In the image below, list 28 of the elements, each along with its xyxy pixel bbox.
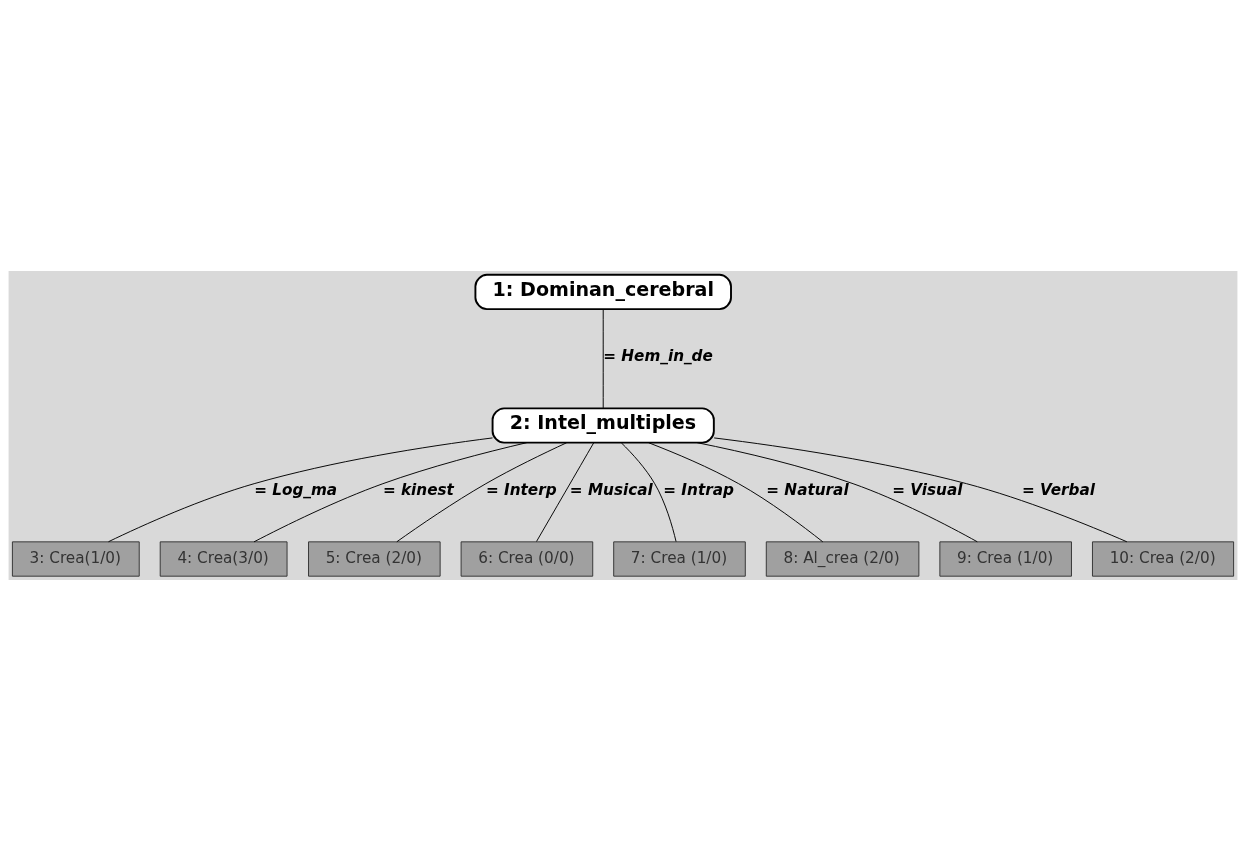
node-box: 1: Dominan_cerebral (474, 273, 732, 311)
connector (253, 442, 528, 543)
connector (536, 442, 595, 542)
node-box: 6: Crea (0/0) (460, 541, 594, 577)
node-box: 8: Al_crea (2/0) (765, 541, 920, 577)
node-box: 5: Crea (2/0) (308, 541, 441, 577)
node-box: 4: Crea(3/0) (159, 541, 288, 577)
connector (396, 442, 568, 543)
edge-label: = Verbal (1021, 480, 1095, 499)
edge-label: = Intrap (663, 480, 734, 499)
connector (620, 442, 677, 543)
edge-label: = kinest (382, 480, 454, 499)
connector (108, 437, 493, 543)
edge-label: = Visual (892, 480, 963, 499)
node-box: 2: Intel_multiples (491, 407, 715, 444)
connector (713, 437, 1128, 543)
connector (648, 442, 824, 543)
edge-label: = Hem_in_de (603, 347, 713, 366)
edge-label: = Musical (569, 480, 653, 499)
connector (696, 442, 978, 543)
edge-label: = Interp (485, 480, 557, 499)
node-box: 7: Crea (1/0) (613, 541, 746, 577)
node-box: 10: Crea (2/0) (1092, 541, 1235, 577)
edge-label: = Log_ma (254, 480, 338, 499)
node-box: 3: Crea(1/0) (11, 541, 140, 577)
node-box: 9: Crea (1/0) (939, 541, 1072, 577)
edge-label: = Natural (766, 480, 849, 499)
connector (602, 308, 604, 409)
